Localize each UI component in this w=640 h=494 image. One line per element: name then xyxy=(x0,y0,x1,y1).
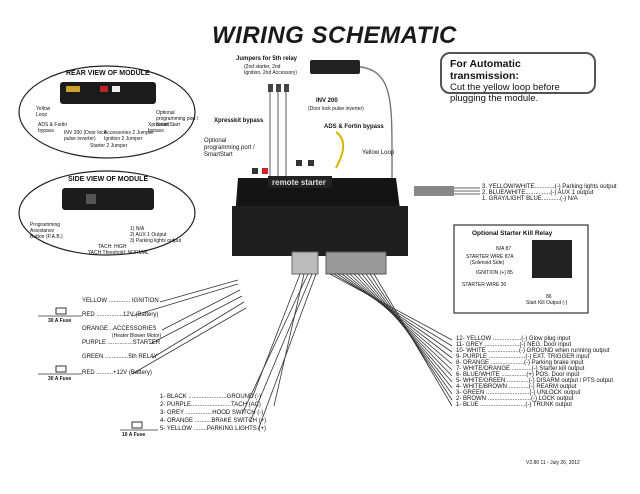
right-wire-7: 7- WHITE/ORANGE ............(-) Starter … xyxy=(456,366,585,372)
bottom-wire-1: 1- BLACK .......................GROUND (… xyxy=(160,394,262,400)
rear-label-ign2: Ignition 2 Jumper xyxy=(104,136,143,142)
callout-optional-prog: Optional programming port / SmartStart xyxy=(204,138,255,158)
rear-label-xpresskit: Xpresskit bypass xyxy=(148,122,169,134)
fuse-label-1: 30 A Fuse xyxy=(48,318,72,324)
antenna-cable xyxy=(347,65,393,179)
callout-ads: ADS & Fortin bypass xyxy=(324,124,384,130)
fuse-label-3: 10 A Fuse xyxy=(122,432,146,438)
module-front xyxy=(232,206,408,256)
right-wire-8: 8- ORANGE ....................(-) Parkin… xyxy=(456,360,584,366)
side-label-aux1: 2) AUX 1 Output xyxy=(130,232,167,238)
jumper-1 xyxy=(268,84,273,92)
callout-jumpers-sub: (2nd starter, 2nd Ignition, 2nd Accessor… xyxy=(244,64,298,76)
rear-view-outline xyxy=(18,65,196,159)
side-aux-port xyxy=(86,194,96,204)
fuse-symbol-2 xyxy=(55,365,67,373)
kill-relay-na87: N/A 87 xyxy=(496,246,512,252)
yellow-loop xyxy=(335,131,345,169)
rear-red-jumper xyxy=(100,86,108,92)
main-connector-right xyxy=(325,251,387,275)
note-heading: For Automatic transmission: xyxy=(450,58,521,82)
rear-label-acc2: Accessories 2 Jumper xyxy=(104,130,154,136)
kill-relay-starter30: STARTER WIRE 30 xyxy=(462,282,507,288)
fuse-symbol-1 xyxy=(55,307,67,315)
bottom-wire-2: 2- PURPLE........................TACH (A… xyxy=(160,402,261,408)
bottom-wire-5: 5- YELLOW ........PARKING LIGHTS (+) xyxy=(160,426,266,432)
main-module xyxy=(232,176,408,275)
antenna-plug xyxy=(310,60,360,74)
module-label: remote starter xyxy=(272,178,326,187)
left-wire-orange: ORANGE ..ACCESSORIES xyxy=(82,326,157,332)
kill-relay-86-sub: Start Kill Output (-) xyxy=(526,300,568,306)
automatic-transmission-note: For Automatic transmission: Cut the yell… xyxy=(440,52,596,104)
rear-yellow-loop xyxy=(66,86,80,92)
kill-relay-ign85: IGNITION (+) 85 xyxy=(476,270,513,276)
side-label-na: 1) N/A xyxy=(130,226,145,232)
right-wire-2: 2- BROWN ..........................(-) L… xyxy=(456,396,574,402)
kill-relay-body xyxy=(532,240,572,278)
callout-inv200-sub: (Door lock pulse inverter) xyxy=(308,106,364,112)
rear-view-title: REAR VIEW OF MODULE xyxy=(66,70,150,77)
fuse-label-2: 30 A Fuse xyxy=(48,376,72,382)
module-label-plate xyxy=(268,176,332,188)
callout-xpresskit: Xpresskit bypass xyxy=(214,118,264,124)
right-wire-10: 10- WHITE ...................(-) GROUND … xyxy=(456,348,610,354)
right-wire-6: 6- BLUE/WHITE ...............(+) POS. Do… xyxy=(456,372,580,378)
rear-label-ads-fortin: ADS & Fortin bypass xyxy=(38,122,68,134)
aux-wire-1: 1. GRAY/LIGHT BLUE...........(-) N/A xyxy=(482,196,578,202)
side-label-tach-threshold: TACH Threshold: NORMAL xyxy=(88,250,149,256)
side-label-pab: Programming Assistance Button (P.A.B.) xyxy=(30,222,63,240)
fuse-symbol-3 xyxy=(131,421,143,429)
right-wire-4: 4- WHITE/BROWN ............(-) REARM out… xyxy=(456,384,577,390)
main-connector-left xyxy=(291,251,319,275)
side-view-module xyxy=(62,188,154,210)
side-view-outline xyxy=(18,170,196,256)
left-wire-purple: PURPLE ...............STARTER xyxy=(82,340,161,346)
right-wire-1: 1- BLUE ...........................(-) T… xyxy=(456,402,572,408)
aux-wire-2: 2. BLUE/WHITE...............(-) AUX 1 ou… xyxy=(482,190,594,196)
side-label-parking: 3) Parking lights output xyxy=(130,238,182,244)
note-body-line1: Cut the yellow loop before xyxy=(450,82,560,93)
rear-label-yellow-loop: Yellow Loop xyxy=(36,106,51,118)
left-wire-green: GREEN ..............5th RELAY xyxy=(82,354,158,360)
note-body-line2: plugging the module. xyxy=(450,93,539,104)
aux-wire-3: 3. YELLOW/WHITE............(-) Parking l… xyxy=(482,184,617,190)
right-wire-3: 3- GREEN ..........................(-) U… xyxy=(456,390,581,396)
right-wire-12: 12- YELLOW .................(-) Glow plu… xyxy=(456,336,571,342)
jumper-3 xyxy=(284,84,289,92)
right-wire-5: 5- WHITE/GREEN .............(-) DISARM o… xyxy=(456,378,614,384)
left-wire-red: RED ................12V (Battery) xyxy=(82,312,159,318)
kill-relay-87a-sub: (Solenoid Side) xyxy=(470,260,505,266)
kill-relay-title: Optional Starter Kill Relay xyxy=(472,230,553,237)
left-wire-orange-sub: (Heater Blower Motor) xyxy=(112,333,162,339)
side-view-title: SIDE VIEW OF MODULE xyxy=(68,176,149,183)
kill-relay-87a: STARTER WIRE 87A xyxy=(466,254,514,260)
callout-jumpers: Jumpers for 5th relay xyxy=(236,56,298,62)
footer-version: V2.80 11 - July 26, 2012 xyxy=(526,460,580,466)
left-wire-yellow: YELLOW ............. IGNITION xyxy=(82,298,159,304)
rear-label-inv200: INV 200 (Door lock pulse inverter) xyxy=(64,130,107,142)
left-wire-red-2: RED ..........+12V (Battery) xyxy=(82,370,152,376)
rear-view-module xyxy=(60,82,156,104)
right-wire-11: 11- GREY .....................(-) NEG. D… xyxy=(456,342,572,348)
rear-label-starter2: Starter 2 Jumper xyxy=(90,143,128,149)
bottom-wire-4: 4- ORANGE ..........BRAKE SWITCH (+) xyxy=(160,418,267,424)
side-label-tach-high: TACH: HIGH xyxy=(98,244,127,250)
bottom-wire-3: 3- GREY ................HOOD SWITCH (-) xyxy=(160,410,264,416)
right-wire-9: 9- PURPLE ......................(-) EXT.… xyxy=(456,354,590,360)
callout-inv200: INV 200 xyxy=(316,98,338,104)
rear-label-optional-port: Optional programming port / SmartStart xyxy=(156,110,199,128)
page-title: WIRING SCHEMATIC xyxy=(212,22,457,49)
rear-white-jumper xyxy=(112,86,120,92)
callout-yellow-loop: Yellow Loop xyxy=(362,150,395,156)
aux-connector xyxy=(414,186,454,196)
jumper-2 xyxy=(276,84,281,92)
kill-relay-86: 86 xyxy=(546,294,552,300)
